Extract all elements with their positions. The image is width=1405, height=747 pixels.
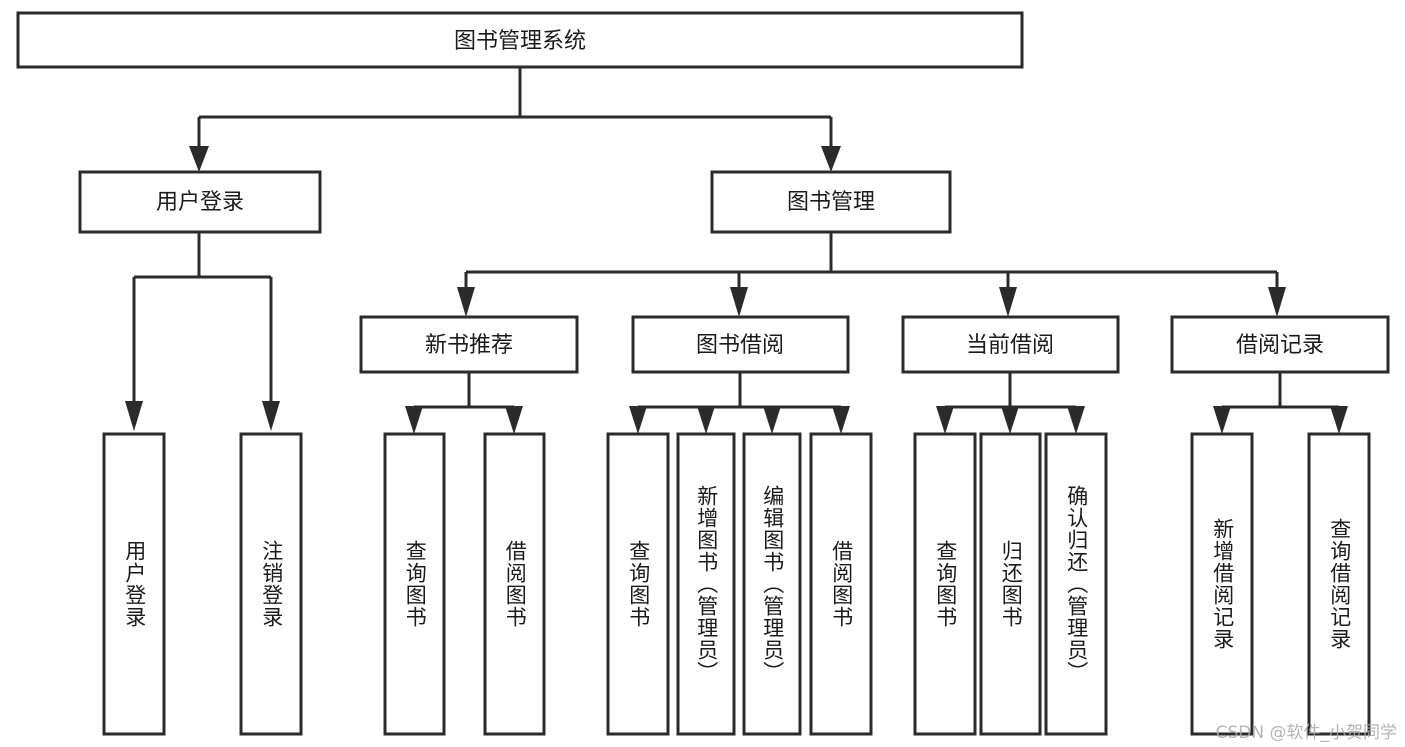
- node-current-borrow[interactable]: 当前借阅: [901, 315, 1120, 374]
- node-book-management[interactable]: 图书管理: [710, 170, 952, 234]
- node-leaf-query-record-box[interactable]: [1307, 432, 1371, 736]
- node-book-borrow-label: 图书借阅: [696, 333, 784, 358]
- node-user-login-label: 用户登录: [156, 190, 244, 215]
- arrowhead-borrow-record: [1268, 287, 1286, 317]
- arrowhead-leaf-query-book-3: [936, 406, 954, 434]
- node-current-borrow-box[interactable]: [901, 315, 1120, 374]
- node-user-login-box[interactable]: [78, 170, 322, 234]
- node-leaf-return-book-box[interactable]: [979, 432, 1042, 736]
- node-leaf-borrow-book-2-box[interactable]: [809, 432, 873, 736]
- arrowhead-leaf-query-record: [1330, 406, 1348, 434]
- arrowhead-leaf-query-book-2: [629, 406, 647, 434]
- node-borrow-record-box[interactable]: [1170, 315, 1390, 374]
- arrowhead-leaf-user-login: [125, 401, 143, 431]
- arrowhead-current-borrow: [999, 287, 1017, 317]
- node-leaf-confirm-return-box[interactable]: [1044, 432, 1108, 736]
- node-leaf-query-book-1-box[interactable]: [383, 432, 446, 736]
- node-borrow-record-label: 借阅记录: [1236, 333, 1324, 358]
- arrowhead-user-login: [189, 146, 209, 172]
- node-borrow-record[interactable]: 借阅记录: [1170, 315, 1390, 374]
- arrowhead-leaf-borrow-book-1: [505, 406, 523, 434]
- node-leaf-query-book-3-box[interactable]: [913, 432, 977, 736]
- arrowhead-new-book-recommend: [457, 287, 475, 317]
- arrowhead-book-borrow: [730, 287, 748, 317]
- node-root-box[interactable]: [16, 11, 1024, 69]
- node-leaf-add-book-box[interactable]: [676, 432, 736, 736]
- arrowhead-leaf-borrow-book-2: [832, 406, 850, 434]
- node-root[interactable]: 图书管理系统: [16, 11, 1024, 69]
- node-book-borrow-box[interactable]: [631, 315, 850, 374]
- node-leaf-add-record-box[interactable]: [1190, 432, 1254, 736]
- node-book-management-label: 图书管理: [787, 190, 875, 215]
- arrowhead-leaf-query-book-1: [405, 406, 423, 434]
- arrowhead-leaf-add-record: [1213, 406, 1231, 434]
- arrowhead-book-management: [821, 146, 841, 172]
- node-new-book-recommend[interactable]: 新书推荐: [359, 315, 579, 374]
- node-book-borrow[interactable]: 图书借阅: [631, 315, 850, 374]
- arrowhead-leaf-add-book: [697, 406, 715, 434]
- node-new-book-recommend-label: 新书推荐: [425, 333, 513, 358]
- node-leaf-query-book-2-box[interactable]: [606, 432, 670, 736]
- arrowhead-leaf-return-book: [1001, 406, 1019, 434]
- node-leaf-logout-login-box[interactable]: [239, 432, 303, 736]
- arrowhead-leaf-edit-book: [763, 406, 781, 434]
- node-user-login[interactable]: 用户登录: [78, 170, 322, 234]
- node-leaf-borrow-book-1-box[interactable]: [483, 432, 546, 736]
- connector-layer: [125, 67, 1348, 434]
- node-root-label: 图书管理系统: [454, 29, 586, 54]
- arrowhead-leaf-confirm-return: [1067, 406, 1085, 434]
- node-leaf-edit-book-box[interactable]: [742, 432, 802, 736]
- node-current-borrow-label: 当前借阅: [966, 333, 1054, 358]
- node-book-management-box[interactable]: [710, 170, 952, 234]
- arrowhead-leaf-logout-login: [262, 401, 280, 431]
- csdn-watermark: CSDN @软件_小贺同学: [1215, 723, 1397, 743]
- node-new-book-recommend-box[interactable]: [359, 315, 579, 374]
- node-leaf-user-login-box[interactable]: [102, 432, 166, 736]
